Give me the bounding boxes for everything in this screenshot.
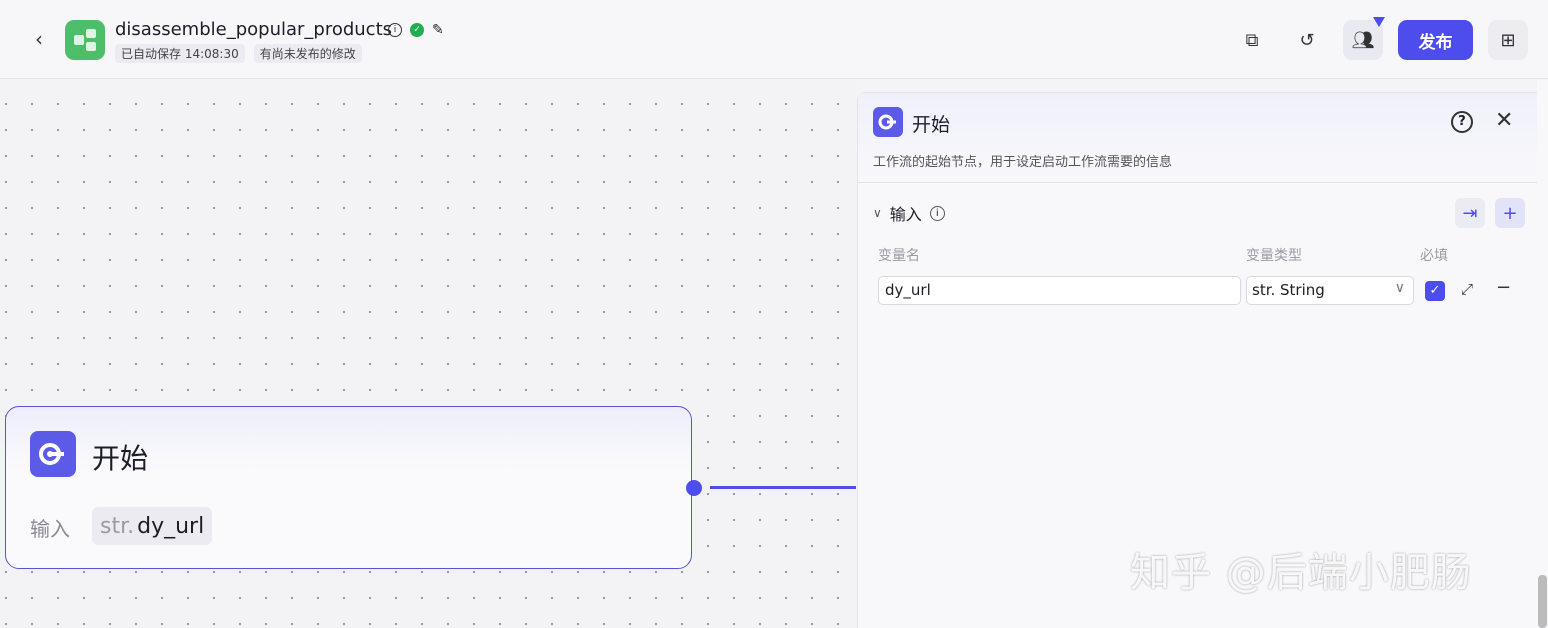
scrollbar[interactable] <box>1537 80 1548 628</box>
history-icon: ↺ <box>1299 29 1315 51</box>
input-variable-chip: str.dy_url <box>92 507 213 545</box>
connection-edge <box>710 486 856 489</box>
start-node-icon <box>30 431 76 477</box>
variable-type-value: str. String <box>1252 281 1325 299</box>
add-copy-button[interactable]: ⊞ <box>1488 20 1528 60</box>
remove-variable-button[interactable]: − <box>1496 277 1512 298</box>
chevron-down-icon: ∨ <box>1394 280 1405 296</box>
publish-button[interactable]: 发布 <box>1398 20 1473 60</box>
copy-icon: ⧉ <box>1245 29 1259 51</box>
section-title: 输入 <box>889 205 922 224</box>
copy-button[interactable]: ⧉ <box>1232 20 1272 60</box>
watermark: 知乎 @后端小肥肠 <box>1130 550 1472 596</box>
workflow-logo-icon <box>65 20 105 60</box>
check-circle-icon: ✓ <box>410 23 424 37</box>
required-checkbox[interactable]: ✓ <box>1425 281 1445 301</box>
plus-icon: + <box>1502 202 1518 224</box>
add-copy-icon: ⊞ <box>1500 29 1516 51</box>
output-port[interactable] <box>686 480 702 496</box>
collaborators-button[interactable]: 👥︎ <box>1343 17 1385 60</box>
import-button[interactable]: ⇥ <box>1455 198 1485 228</box>
history-button[interactable]: ↺ <box>1287 20 1327 60</box>
panel-description: 工作流的起始节点，用于设定启动工作流需要的信息 <box>873 155 1173 170</box>
autosave-status: 已自动保存 14:08:30 <box>115 44 245 63</box>
back-button[interactable]: ‹ <box>35 27 43 51</box>
info-icon[interactable]: i <box>929 205 945 221</box>
start-node[interactable]: 开始 输入 str.dy_url <box>5 406 692 569</box>
workflow-title: disassemble_popular_products <box>115 19 393 40</box>
top-bar: ‹ disassemble_popular_products i ✓ ✎ 已自动… <box>0 0 1548 79</box>
scrollbar-thumb[interactable] <box>1538 575 1547 628</box>
help-icon[interactable]: ? <box>1451 111 1473 133</box>
chevron-down-icon[interactable]: ∨ <box>873 206 882 220</box>
column-name: 变量名 <box>878 248 920 264</box>
edit-icon[interactable]: ✎ <box>432 22 444 38</box>
unpublished-status: 有尚未发布的修改 <box>253 44 362 63</box>
expand-icon[interactable]: ⤢ <box>1461 280 1474 298</box>
premium-badge-icon <box>1373 17 1385 27</box>
column-required: 必填 <box>1420 248 1448 264</box>
start-node-input-label: 输入 <box>30 517 70 541</box>
import-icon: ⇥ <box>1462 202 1478 224</box>
info-icon[interactable]: i <box>388 23 402 37</box>
column-type: 变量类型 <box>1246 248 1302 264</box>
node-config-panel: 开始 ? ✕ 工作流的起始节点，用于设定启动工作流需要的信息 ∨ 输入 i ⇥ … <box>857 92 1537 628</box>
panel-title: 开始 <box>912 114 951 136</box>
start-node-title: 开始 <box>92 442 149 475</box>
variable-type-select[interactable]: str. String ∨ <box>1246 276 1414 305</box>
close-icon[interactable]: ✕ <box>1495 108 1514 133</box>
var-name: dy_url <box>137 513 205 539</box>
add-variable-button[interactable]: + <box>1495 198 1525 228</box>
var-type: str. <box>100 513 135 539</box>
variable-name-input[interactable]: dy_url <box>878 276 1241 305</box>
start-icon <box>873 107 903 137</box>
users-icon: 👥︎ <box>1351 29 1375 51</box>
input-section-header[interactable]: ∨ 输入 i <box>873 201 945 225</box>
